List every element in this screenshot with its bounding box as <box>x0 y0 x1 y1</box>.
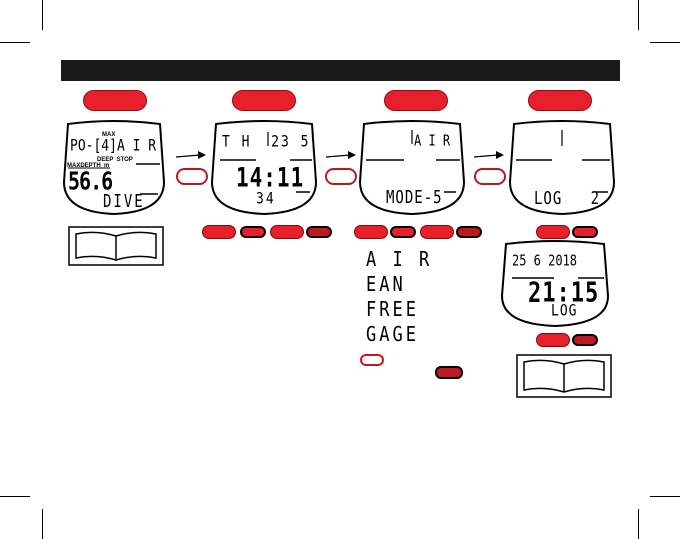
arrow-right-icon <box>176 151 206 163</box>
step-pill-3 <box>384 90 448 111</box>
watch2-top-text: T H 23 5 <box>222 134 310 150</box>
button-pill[interactable] <box>270 225 304 239</box>
button-oval-outline[interactable] <box>360 354 384 366</box>
header-band <box>61 60 620 81</box>
step-pill-2 <box>232 90 296 111</box>
button-pill[interactable] <box>536 333 570 347</box>
watch5-bottom-text: LOG <box>551 303 577 319</box>
crop-mark <box>42 0 43 30</box>
gas-mode-item: GAGE <box>366 323 432 353</box>
watch3-top-text: A I R <box>414 133 450 148</box>
button-pill[interactable] <box>202 225 236 239</box>
step-pill-1 <box>83 90 147 111</box>
button-oval[interactable] <box>240 226 266 238</box>
crop-mark <box>0 496 30 497</box>
watch4-bottom-text: LOG 2 <box>534 190 600 208</box>
gas-mode-list: A I R EAN FREE GAGE <box>366 248 432 348</box>
button-oval-1[interactable] <box>176 168 208 185</box>
crop-mark <box>638 509 639 539</box>
manual-book-icon <box>516 354 612 398</box>
depth-value: 56.6 <box>68 168 112 193</box>
watch5-date: 25 6 2018 <box>512 253 577 268</box>
watch2-time: 14:11 <box>236 165 304 191</box>
arrow-right-icon <box>326 151 356 163</box>
manual-book-icon <box>68 226 164 266</box>
watch1-top-text: PO-[4]A I R <box>70 138 156 154</box>
button-pill[interactable] <box>536 225 570 239</box>
button-pill[interactable] <box>420 225 454 239</box>
crop-mark <box>638 0 639 30</box>
crop-mark <box>42 509 43 539</box>
watch3-bottom-text: MODE-5 <box>386 189 443 207</box>
watch2-bottom-text: 34 <box>256 191 276 207</box>
crop-mark <box>0 42 30 43</box>
button-oval-2[interactable] <box>325 168 357 185</box>
button-oval[interactable] <box>572 334 598 346</box>
deep-stop-label: DEEP STOP <box>97 157 133 163</box>
button-oval[interactable] <box>572 226 598 238</box>
step-pill-4 <box>528 90 592 111</box>
button-oval-filled[interactable] <box>435 366 463 379</box>
button-oval[interactable] <box>390 226 416 238</box>
button-pill[interactable] <box>354 225 388 239</box>
crop-mark <box>650 42 680 43</box>
crop-mark <box>650 496 680 497</box>
button-oval[interactable] <box>306 226 332 238</box>
arrow-right-icon <box>474 151 504 163</box>
watch1-bottom-text: DIVE <box>103 193 145 211</box>
button-oval-3[interactable] <box>474 168 506 185</box>
button-oval[interactable] <box>456 226 482 238</box>
